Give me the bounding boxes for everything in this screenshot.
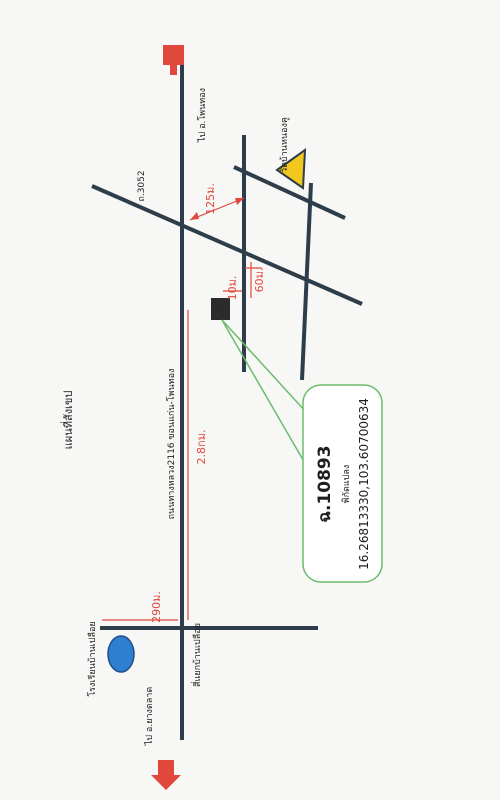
dim-28km-label: 2.8กม. — [195, 430, 208, 465]
callout-pointer — [221, 319, 307, 468]
main-highway-label: ถนนทางหลวง2116 ขอนแก่น-โพนทอง — [166, 369, 177, 520]
temple-road — [233, 165, 346, 220]
side-road-east — [300, 182, 313, 381]
dim-125-arrow-start — [190, 212, 199, 220]
temple-label: วัดบ้านหนองคู — [279, 117, 290, 173]
map-title: แผนที่สังเขป — [60, 391, 75, 450]
callout-box — [302, 384, 383, 583]
school-label: โรงเรียนบ้านเปลือย — [87, 621, 98, 696]
south-arrow-icon — [151, 760, 181, 790]
road-3052-label: ถ.3052 — [137, 170, 147, 201]
school-marker-icon — [107, 635, 135, 673]
to-phon-thong-label: ไป อ.โพนทอง — [197, 88, 208, 143]
dim-10-label: 10ม. — [226, 276, 239, 301]
dim-125-arrow-end — [235, 198, 244, 205]
coord-label: พิกัดแปลง — [341, 465, 352, 504]
parcel-coordinates: 16.26813330,103.60700634 — [357, 398, 371, 570]
parcel-square-icon — [211, 298, 230, 320]
to-yang-talat-label: ไป อ.ยางตลาด — [144, 687, 155, 747]
dim-290-label: 290ม. — [150, 591, 163, 623]
road-3052 — [91, 184, 363, 306]
intersection-label: สี่แยกบ้านเปลือย — [190, 623, 203, 687]
north-arrow-icon — [163, 45, 184, 75]
dim-125-line — [189, 197, 245, 221]
parcel-number: ฉ.10893 — [315, 445, 335, 522]
temple-triangle-icon — [275, 147, 307, 190]
dim-125-label: 125ม. — [204, 183, 217, 215]
dim-60-label: 60ม. — [253, 268, 266, 293]
